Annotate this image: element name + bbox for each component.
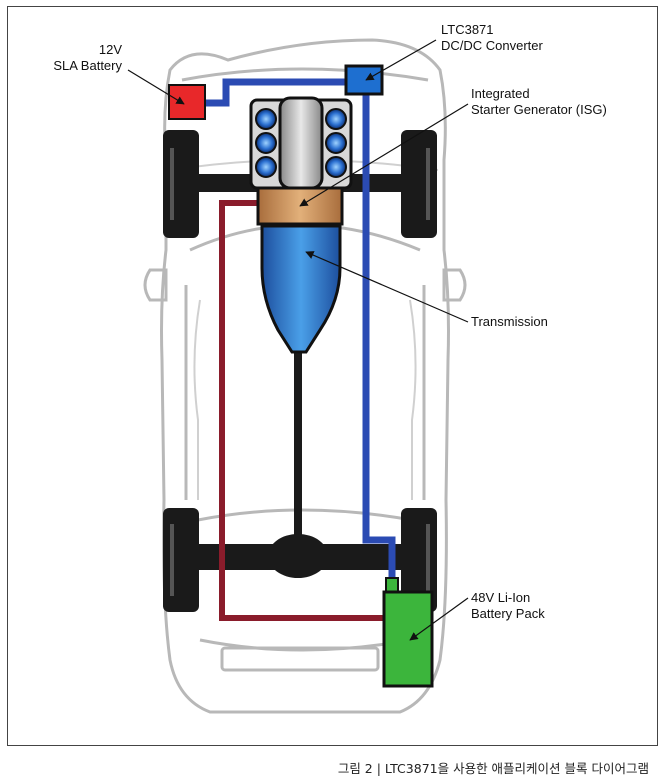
label-transmission: Transmission (471, 314, 548, 329)
arrow-dcdc (365, 39, 437, 81)
engine (249, 96, 353, 190)
sla-battery-block (168, 84, 206, 120)
blue-wire-battery-to-converter (205, 78, 346, 107)
front-left-tire (163, 130, 199, 238)
label-isg: Integrated Starter Generator (ISG) (471, 86, 607, 117)
arrow-transmission (305, 251, 469, 323)
diagram-frame (7, 6, 658, 746)
figure-caption: 그림 2 | LTC3871을 사용한 애플리케이션 블록 다이어그램 (337, 761, 649, 776)
red-high-voltage-wire (219, 200, 390, 621)
dcdc-converter-block (344, 64, 384, 96)
label-li-ion-pack: 48V Li-Ion Battery Pack (471, 590, 545, 621)
differential (268, 534, 328, 578)
drive-shaft (294, 350, 302, 536)
arrow-li-ion (409, 597, 469, 641)
arrow-isg (299, 103, 469, 207)
isg-block (256, 186, 344, 226)
label-dcdc-converter: LTC3871 DC/DC Converter (441, 22, 543, 53)
arrow-sla-battery (127, 69, 185, 105)
front-right-tire (401, 130, 437, 238)
blue-wire-converter-to-pack (362, 94, 396, 580)
rear-left-tire (163, 508, 199, 612)
transmission-block (260, 224, 342, 354)
label-sla-battery: 12V SLA Battery (53, 42, 122, 73)
li-ion-battery-block (382, 590, 434, 688)
